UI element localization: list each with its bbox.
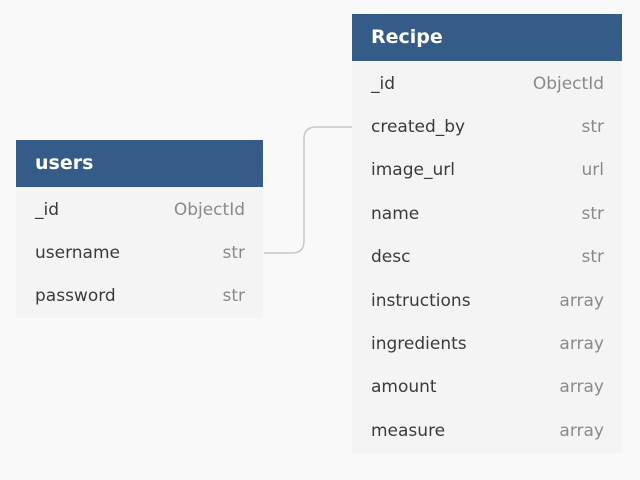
users-table-header: users [16, 140, 263, 187]
field-name: created_by [371, 117, 466, 138]
users-table-fields: _id ObjectId username str password str [16, 187, 263, 318]
field-type: array [559, 420, 604, 441]
field-type: ObjectId [173, 199, 245, 220]
field-type: array [559, 334, 604, 355]
users-table[interactable]: users _id ObjectId username str password… [16, 140, 263, 318]
field-name: name [371, 203, 420, 224]
field-type: str [222, 286, 245, 307]
recipe-table[interactable]: Recipe _id ObjectId created_by str image… [352, 14, 622, 453]
field-type: str [581, 203, 604, 224]
field-type: array [559, 290, 604, 311]
username-to-created-by-line [264, 126, 352, 254]
field-name: image_url [371, 160, 455, 181]
field-type: str [581, 247, 604, 268]
recipe-table-header: Recipe [352, 14, 622, 61]
recipe-field-ingredients[interactable]: ingredients array [352, 322, 622, 365]
recipe-field-id[interactable]: _id ObjectId [352, 62, 622, 105]
field-name: _id [371, 73, 396, 94]
field-type: array [559, 377, 604, 398]
recipe-field-desc[interactable]: desc str [352, 236, 622, 279]
recipe-field-instructions[interactable]: instructions array [352, 279, 622, 322]
field-type: str [222, 243, 245, 264]
field-type: url [581, 160, 605, 181]
recipe-field-image-url[interactable]: image_url url [352, 149, 622, 192]
field-type: str [581, 117, 604, 138]
users-field-username[interactable]: username str [16, 231, 263, 274]
recipe-table-fields: _id ObjectId created_by str image_url ur… [352, 61, 622, 453]
field-name: username [35, 243, 120, 264]
field-name: desc [371, 247, 411, 268]
field-name: amount [371, 377, 437, 398]
recipe-field-amount[interactable]: amount array [352, 366, 622, 409]
field-name: measure [371, 420, 446, 441]
field-name: ingredients [371, 334, 467, 355]
users-field-id[interactable]: _id ObjectId [16, 188, 263, 231]
recipe-field-name[interactable]: name str [352, 192, 622, 235]
field-name: password [35, 286, 116, 307]
field-type: ObjectId [532, 73, 604, 94]
recipe-field-created-by[interactable]: created_by str [352, 105, 622, 148]
field-name: instructions [371, 290, 471, 311]
field-name: _id [35, 199, 60, 220]
users-field-password[interactable]: password str [16, 275, 263, 318]
recipe-field-measure[interactable]: measure array [352, 409, 622, 452]
